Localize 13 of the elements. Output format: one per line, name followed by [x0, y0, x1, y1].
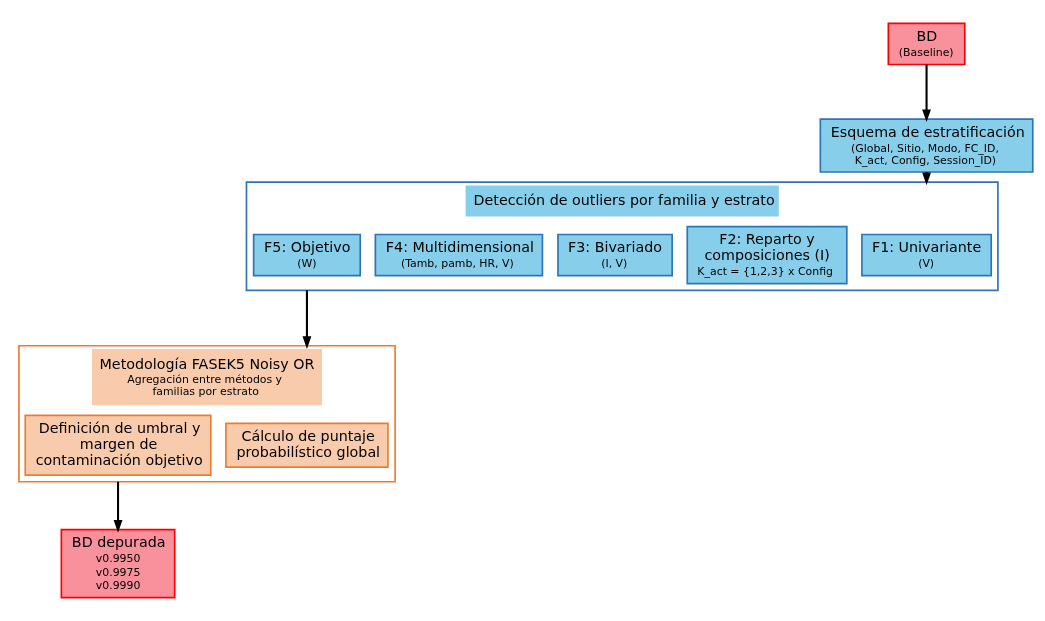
arrow — [302, 290, 312, 349]
arrow — [113, 481, 123, 533]
node-box: Definición de umbral y margen de contaminación objetivo — [24, 414, 212, 476]
node-box: BD depurada v0.9950 v0.9975 v0.9990 — [60, 528, 176, 599]
node-box: F5: Objetivo (W) — [252, 233, 362, 277]
node-box: Cálculo de puntaje probabilístico global — [225, 422, 389, 468]
node-box: F4: Multidimensional (Tamb, pamb, HR, V) — [374, 233, 544, 277]
arrow — [922, 64, 931, 123]
node-box: F2: Reparto y composiciones (I) K_act = {1,2,3} x Config — [686, 225, 848, 285]
node-box: F1: Univariante (V) — [861, 233, 993, 277]
arrow — [922, 172, 931, 186]
node-box: BD (Baseline) — [887, 22, 966, 66]
node-box: F3: Bivariado (I, V) — [557, 233, 673, 277]
